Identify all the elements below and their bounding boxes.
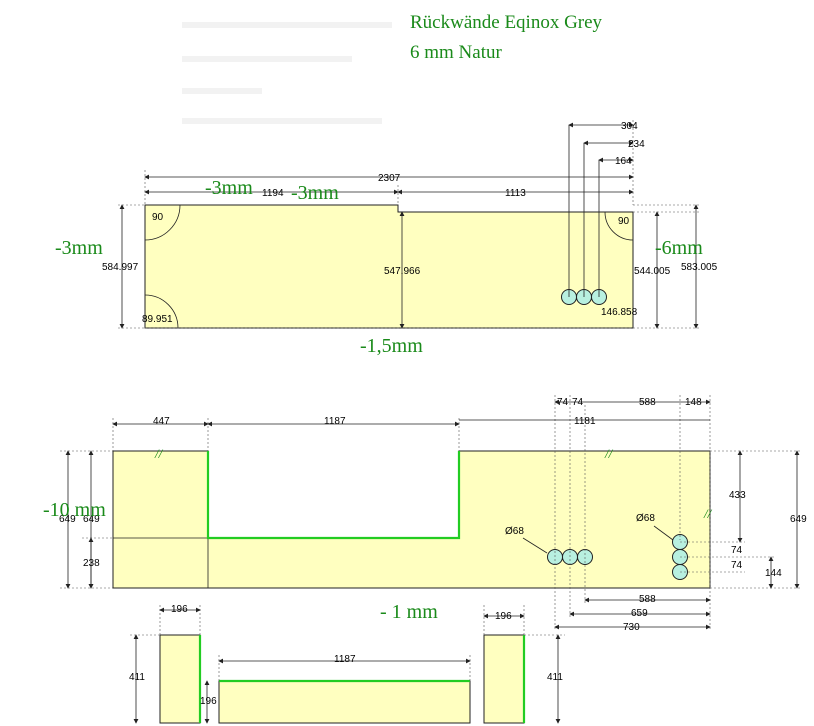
strip-dim-411-a: 411: [129, 672, 145, 683]
dim-1187: 1187: [324, 416, 346, 427]
dim-304: 304: [621, 121, 638, 132]
tol-right: -6mm: [655, 237, 703, 259]
tol-left: -3mm: [55, 237, 103, 259]
mark-mid: //: [604, 446, 614, 461]
angle-90-tl: 90: [152, 212, 164, 223]
ghost-header: [182, 22, 392, 124]
dim-584: 584.997: [102, 262, 139, 273]
tol-bottom-bottom: - 1 mm: [380, 601, 438, 623]
mark-right: //: [703, 506, 713, 521]
strip-dim-196-mid: 196: [200, 696, 217, 707]
title-line-1: Rückwände Eqinox Grey: [410, 12, 603, 33]
strip-middle: [204, 655, 471, 724]
tol-bottom: -1,5mm: [360, 335, 423, 357]
strip-right: [483, 605, 565, 724]
angle-90-tr: 90: [618, 216, 630, 227]
dim-649-l2: 649: [83, 514, 100, 525]
dim-74a: 74: [557, 397, 569, 408]
mark-left: //: [154, 446, 164, 461]
dim-649-r: 649: [790, 514, 807, 525]
dim-1181: 1181: [574, 416, 596, 427]
dim-146: 146.858: [601, 307, 638, 318]
bottom-panel: [112, 450, 711, 589]
hole-label-right: Ø68: [636, 513, 655, 524]
dim-238: 238: [83, 558, 100, 569]
dim-588-bot: 588: [639, 594, 656, 605]
dim-144: 144: [765, 568, 782, 579]
dim-1113: 1113: [505, 188, 526, 199]
hole-label-left: Ø68: [505, 526, 524, 537]
top-dimension-lines: [118, 120, 700, 329]
strip-left: [130, 605, 202, 724]
bottom-dimension-lines: [60, 395, 800, 630]
dim-730: 730: [623, 622, 640, 633]
dim-588-top: 588: [639, 397, 656, 408]
dim-547: 547.966: [384, 266, 421, 277]
dim-74-r2: 74: [731, 560, 743, 571]
strip-dim-1187: 1187: [334, 654, 356, 665]
dim-148: 148: [685, 397, 702, 408]
tol-left-bottom: -10 mm: [43, 499, 106, 521]
strip-dim-411-b: 411: [547, 672, 563, 683]
dim-649-l1: 649: [59, 514, 76, 525]
angle-89: 89.951: [142, 314, 173, 325]
dim-659: 659: [631, 608, 648, 619]
dim-447: 447: [153, 416, 170, 427]
dim-583: 583.005: [681, 262, 718, 273]
dim-433: 433: [729, 490, 746, 501]
tol-top-mid: -3mm: [291, 182, 339, 204]
dim-74b: 74: [572, 397, 584, 408]
strip-dim-196-a: 196: [171, 604, 188, 615]
dim-544: 544.005: [634, 266, 671, 277]
dim-234: 234: [628, 139, 645, 150]
tol-top-left: -3mm: [205, 177, 253, 199]
strip-dim-196-b: 196: [495, 611, 512, 622]
dim-2307: 2307: [378, 173, 401, 184]
title-line-2: 6 mm Natur: [410, 42, 502, 63]
dim-74-r1: 74: [731, 545, 743, 556]
top-panel: [144, 125, 634, 329]
dim-1194: 1194: [262, 188, 284, 199]
dim-164: 164: [615, 156, 632, 167]
